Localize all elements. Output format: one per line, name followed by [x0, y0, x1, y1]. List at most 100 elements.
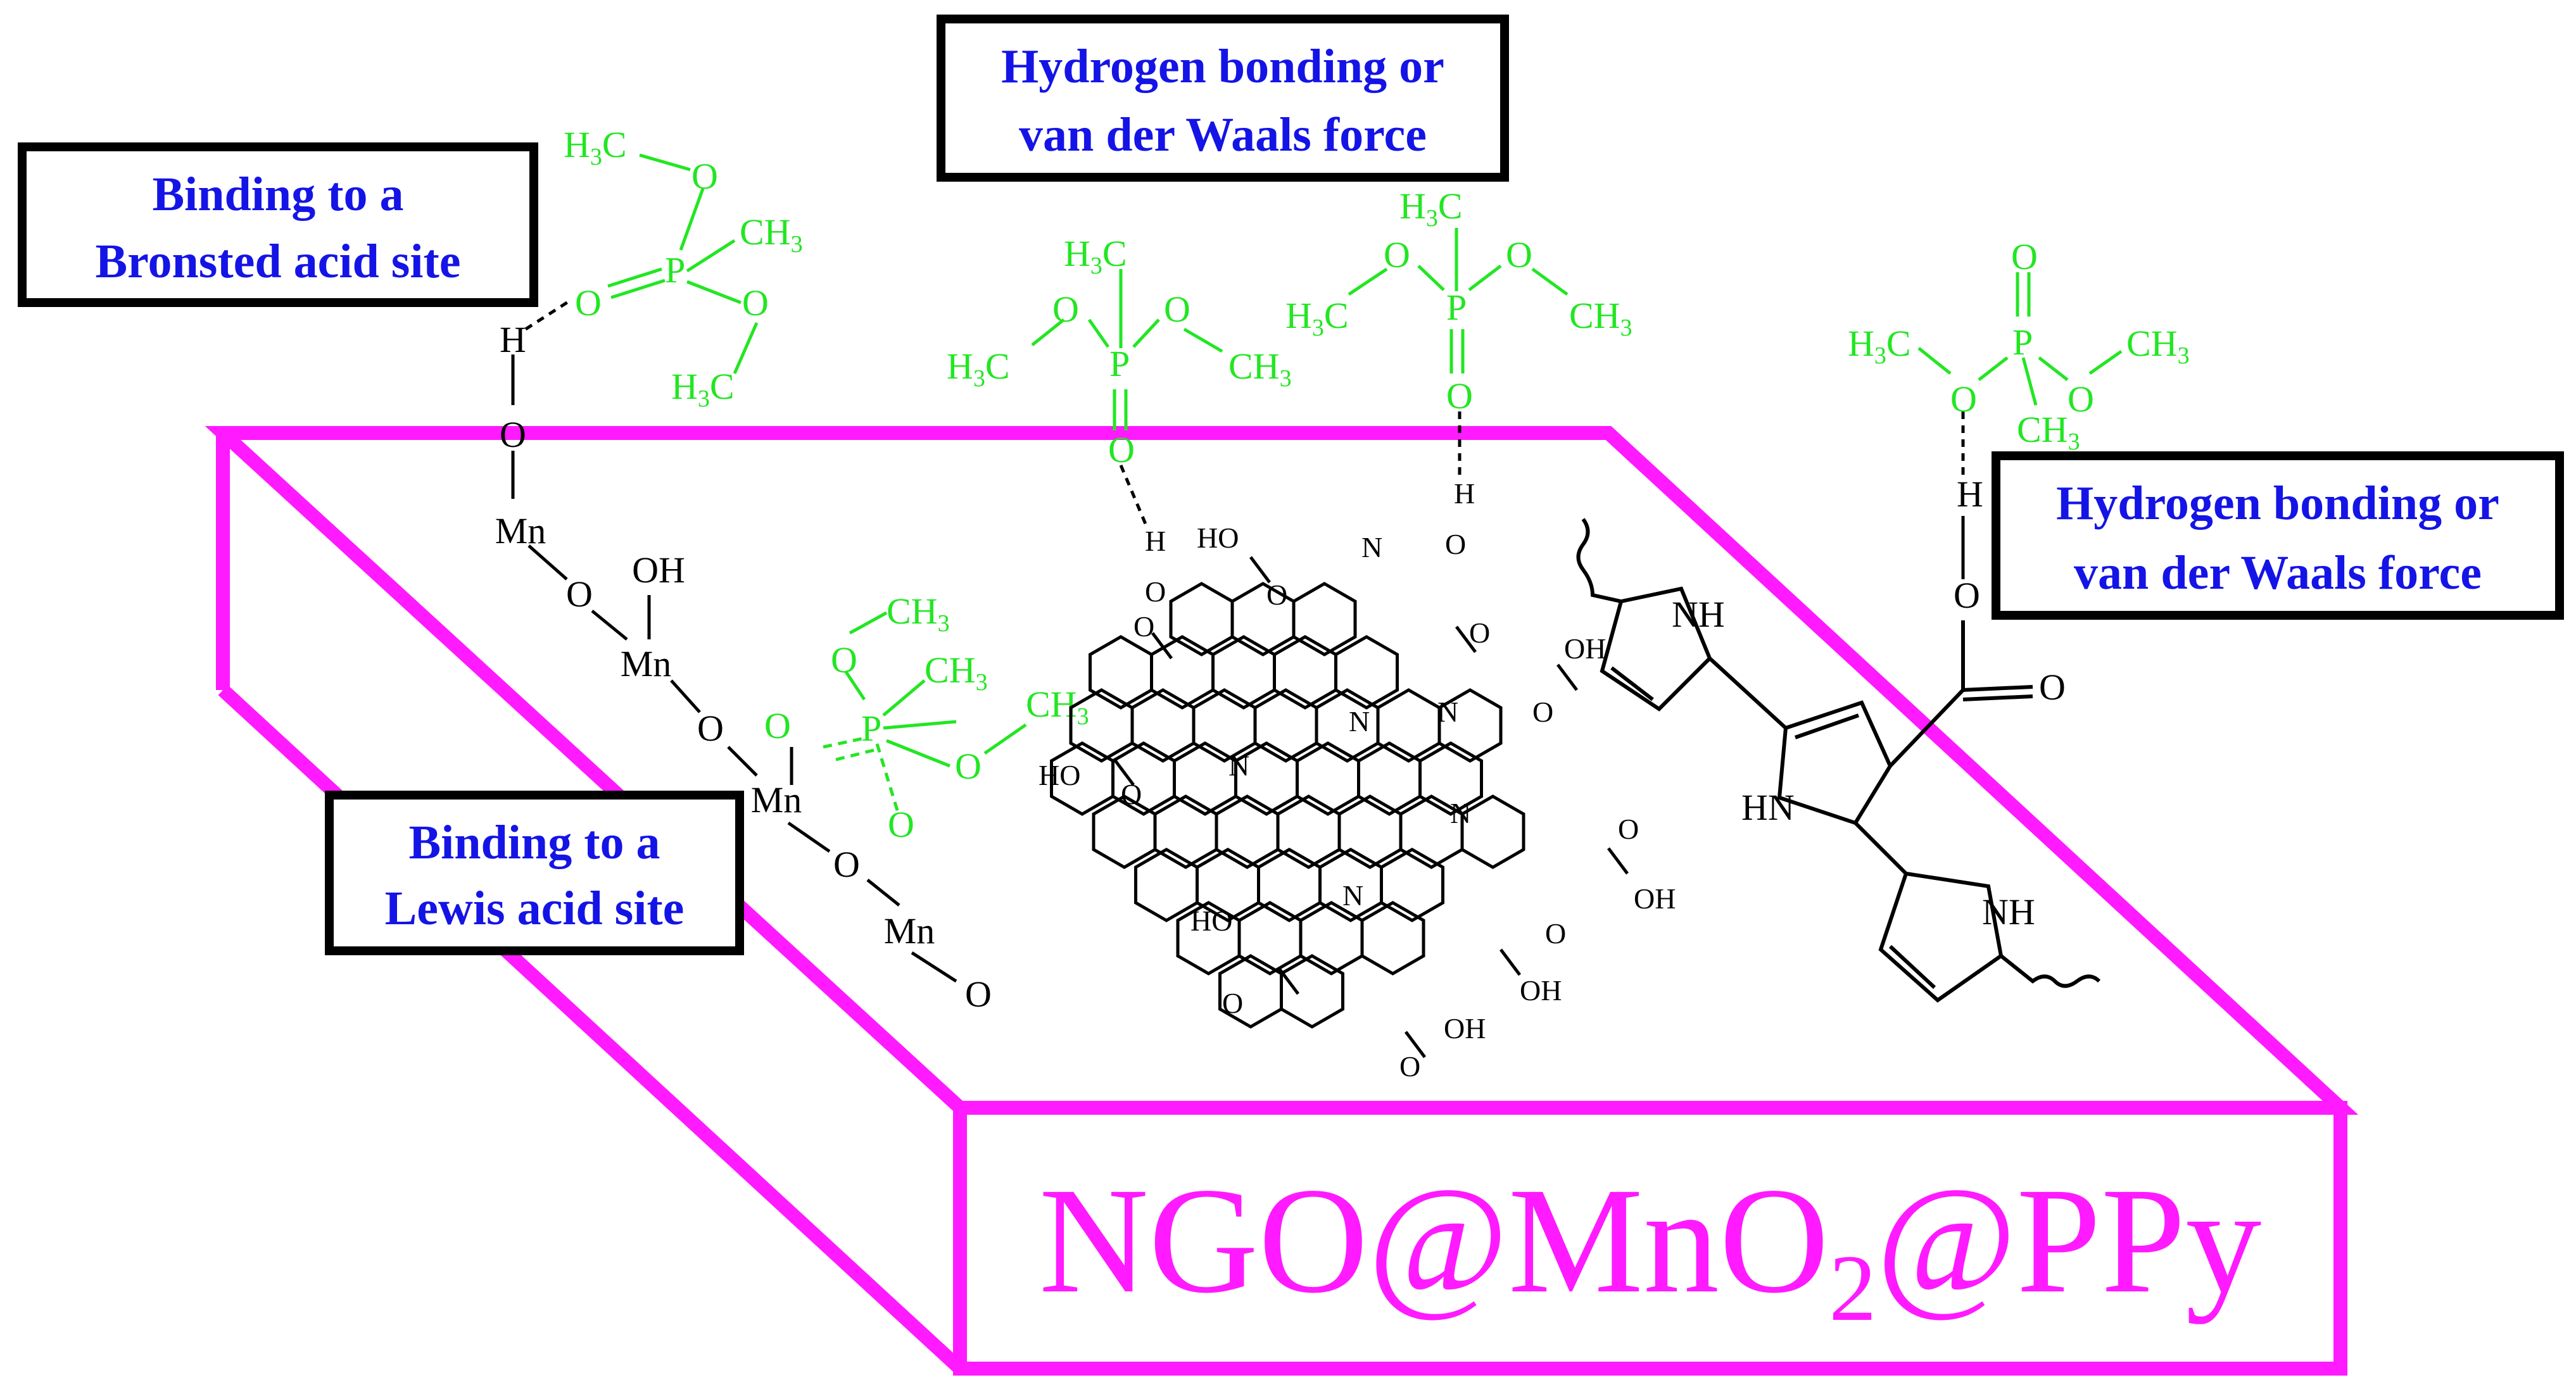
methyl-group: CH3 [925, 649, 988, 696]
label-line-1: Hydrogen bonding or [1001, 40, 1444, 93]
polypyrrole-chain [1576, 518, 2101, 1003]
atom-Mn: Mn [495, 510, 546, 551]
methyl-group: H3C [1285, 295, 1349, 341]
atom-HO: HO [1190, 905, 1232, 937]
ngo-hbond-linkers: H O H O [1145, 477, 1475, 608]
dmmp-molecule-center-left: H3C O O H3C P CH3 O [947, 233, 1292, 526]
graphene-hexagon [1211, 635, 1276, 710]
atom-OH: OH [632, 549, 685, 591]
label-line-1: Binding to a [408, 816, 660, 869]
atom-N: N [1342, 879, 1363, 912]
atom-O: O [2068, 379, 2094, 420]
carboxyl-bond [1151, 632, 1173, 660]
atom-OH: OH [1520, 974, 1562, 1007]
atom-HO: HO [1039, 759, 1080, 791]
label-line-2: Lewis acid site [385, 882, 685, 935]
atom-H: H [1145, 525, 1166, 557]
atom-OH: OH [1564, 632, 1606, 665]
atom-O: O [1384, 234, 1410, 275]
atom-Mn: Mn [751, 779, 802, 820]
carboxyl-bond [1113, 758, 1135, 786]
graphene-hexagon [1130, 688, 1196, 763]
atom-O: O [955, 746, 982, 787]
dmmp-molecule-right: O H3C P CH3 O O CH3 [1848, 236, 2190, 475]
box-outline [1992, 451, 2564, 620]
atom-N: N [1450, 797, 1471, 829]
atom-P: P [1109, 343, 1130, 384]
atom-P: P [2012, 322, 2033, 363]
atom-P: P [665, 249, 685, 291]
atom-Mn: Mn [621, 643, 672, 684]
label-box-lewis: Binding to a Lewis acid site [325, 791, 744, 955]
ngo-graphene-sheet [1050, 556, 1629, 1058]
mno2-atoms: H O Mn O OH Mn O Mn O Mn O O [495, 319, 992, 1015]
atom-N: N [1349, 705, 1370, 737]
methyl-group: H3C [1848, 323, 1911, 369]
label-line-2: Bronsted acid site [95, 235, 460, 288]
atom-N: N [1361, 531, 1382, 563]
atom-P: P [1446, 287, 1467, 328]
graphene-hexagon [1437, 688, 1503, 763]
carboxyl-bond [1278, 967, 1299, 995]
graphene-hexagon [1418, 741, 1483, 816]
graphene-hexagon [1253, 688, 1318, 763]
atom-O: O [742, 282, 769, 323]
carboxyl-bond [1455, 625, 1477, 653]
atom-O: O [1399, 1050, 1420, 1082]
methyl-group: CH3 [887, 591, 950, 637]
dmmp-molecule-bronsted: H3C O CH3 P O O H3C [524, 124, 803, 412]
dmmp-molecule-center-right: H3C O O H3C P CH3 O [1285, 185, 1632, 481]
label-box-hbond-top: Hydrogen bonding or van der Waals force [937, 15, 1509, 182]
graphene-hexagon [1280, 954, 1344, 1029]
methyl-group: CH3 [740, 211, 803, 258]
label-box-hbond-right: Hydrogen bonding or van der Waals force [1992, 451, 2564, 620]
methyl-group: H3C [1064, 233, 1127, 279]
box-outline [325, 791, 744, 955]
methyl-group: CH3 [1228, 346, 1292, 392]
atom-OH: OH [1444, 1012, 1486, 1045]
atom-O: O [1052, 289, 1079, 330]
methyl-group: CH3 [2126, 323, 2190, 369]
atom-O: O [1469, 617, 1490, 649]
atom-O: O [2039, 667, 2066, 708]
atom-O: O [566, 574, 593, 615]
atom-O-green: O [764, 705, 791, 746]
graphene-hexagon [1276, 794, 1341, 869]
label-box-bronsted: Binding to a Bronsted acid site [18, 142, 538, 307]
graphene-hexagon [1257, 848, 1322, 922]
pyrrole-ring [1878, 871, 2004, 1003]
methyl-group: H3C [1399, 185, 1463, 232]
graphene-hexagon [1215, 794, 1280, 869]
atom-O: O [1446, 375, 1473, 417]
atom-O: O [1121, 778, 1142, 810]
atom-O: O [500, 414, 526, 455]
methyl-group: CH3 [1569, 295, 1632, 341]
carboxyl-bond [1249, 556, 1271, 584]
atom-H: H [500, 319, 526, 360]
atom-O: O [1222, 987, 1243, 1019]
atom-O: O [888, 804, 914, 845]
graphene-hexagon [1334, 635, 1399, 710]
atom-O: O [1145, 575, 1166, 608]
atom-NH: NH [1982, 891, 2035, 932]
atom-O: O [691, 156, 718, 197]
box-outline [18, 142, 538, 307]
dmmp-molecule-lewis: CH3 O CH3 P O CH3 O [823, 591, 1089, 845]
atom-OH: OH [1634, 882, 1676, 915]
pyrrole-ring [1777, 700, 1893, 825]
atom-O: O [1532, 696, 1553, 728]
graphene-hexagon [1237, 901, 1303, 976]
graphene-hexagon [1337, 794, 1403, 869]
atom-O: O [965, 974, 992, 1015]
atom-O: O [575, 282, 602, 323]
methyl-group: H3C [947, 346, 1010, 392]
carboxyl-bond [1405, 1031, 1426, 1058]
methyl-group: H3C [671, 366, 735, 412]
atom-H: H [1957, 474, 1983, 515]
atom-N: N [1228, 750, 1249, 782]
pyrrole-ring [1600, 586, 1712, 712]
atom-O: O [1266, 579, 1287, 611]
atom-NH: NH [1672, 594, 1725, 635]
